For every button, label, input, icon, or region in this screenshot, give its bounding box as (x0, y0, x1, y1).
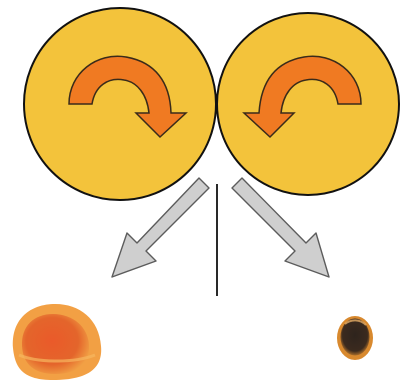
right-disc (217, 13, 399, 195)
left-disc-body (24, 8, 216, 200)
small-apricot-pit-icon (337, 316, 373, 360)
right-disc-body (217, 13, 399, 195)
left-disc (24, 8, 216, 200)
large-apricot-half-icon (13, 304, 101, 380)
